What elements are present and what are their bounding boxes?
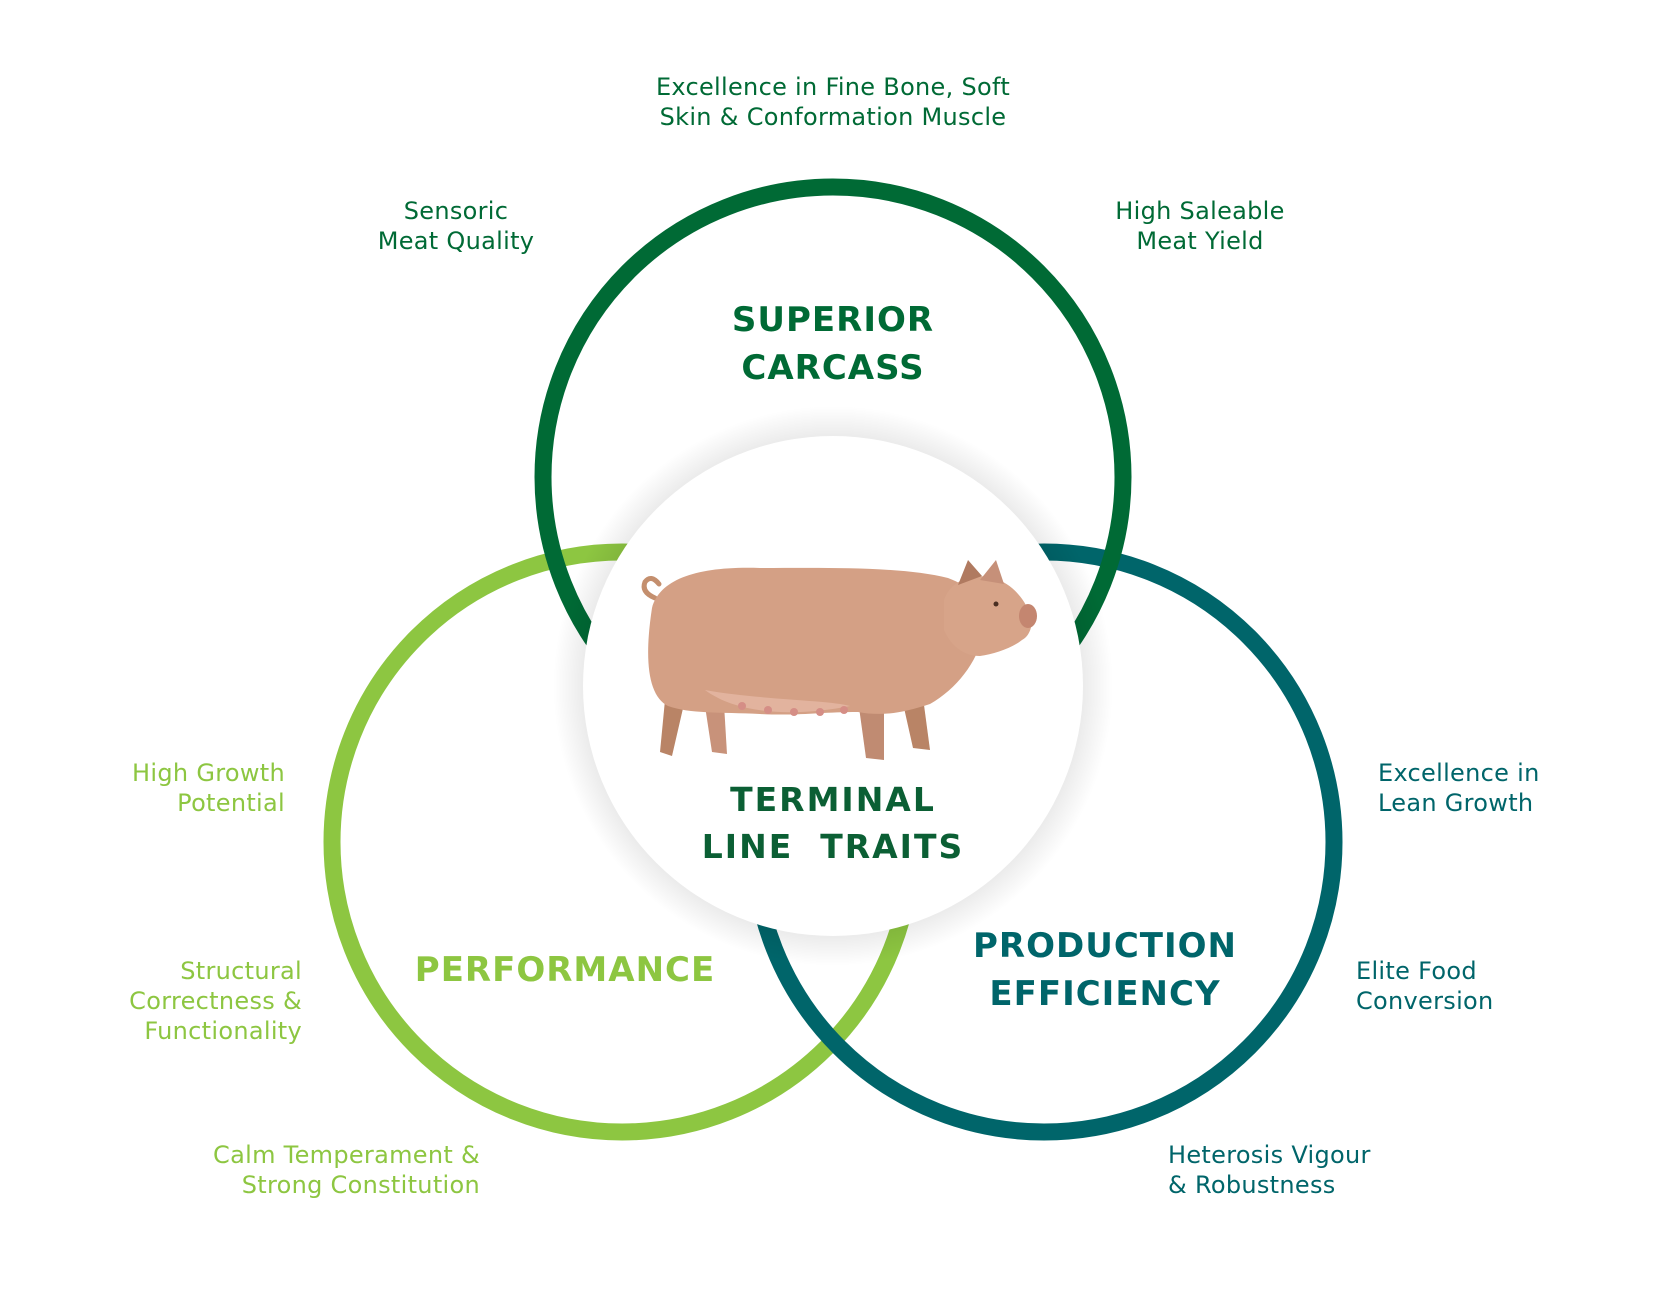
trait-food-conversion: Elite Food Conversion (1356, 957, 1494, 1015)
center-title: TERMINAL LINE TRAITS (701, 780, 965, 866)
performance-heading: PERFORMANCE (414, 950, 716, 990)
trait-lean-growth: Excellence in Lean Growth (1378, 759, 1540, 817)
trait-calm-temperament: Calm Temperament & Strong Constitution (213, 1141, 480, 1199)
pig-icon (641, 560, 1037, 760)
trait-growth-potential: High Growth Potential (132, 759, 285, 817)
trait-structural-correctness: Structural Correctness & Functionality (129, 957, 302, 1045)
superior-carcass-heading: SUPERIOR CARCASS (731, 300, 935, 388)
trait-sensoric-meat-quality: Sensoric Meat Quality (377, 197, 535, 255)
production-efficiency-heading: PRODUCTION EFFICIENCY (973, 926, 1237, 1014)
trait-saleable-meat-yield: High Saleable Meat Yield (1115, 197, 1285, 255)
trait-heterosis-vigour: Heterosis Vigour & Robustness (1168, 1141, 1371, 1199)
trait-fine-bone: Excellence in Fine Bone, Soft Skin & Con… (655, 73, 1011, 131)
